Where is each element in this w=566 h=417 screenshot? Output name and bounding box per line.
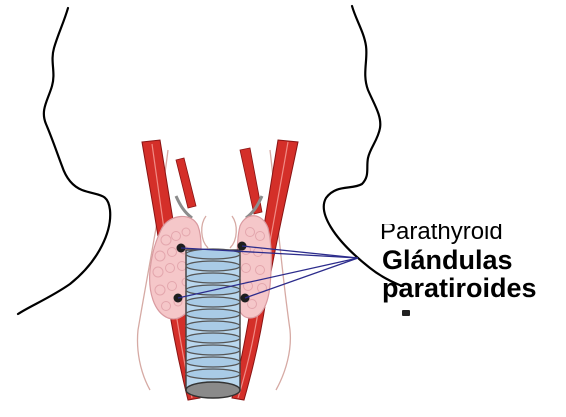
- obscured-label: Parathyroid: [380, 224, 540, 244]
- label-line-2: paratiroides: [382, 274, 537, 302]
- label-line-1: Glándulas: [382, 246, 513, 274]
- artery-branches: [176, 148, 262, 214]
- obscured-label-fragment: [402, 310, 410, 316]
- trachea: [186, 249, 240, 398]
- head-outline-left: [18, 8, 110, 314]
- head-outline-right: [324, 6, 402, 286]
- thyroid-lobe-right: [236, 216, 272, 318]
